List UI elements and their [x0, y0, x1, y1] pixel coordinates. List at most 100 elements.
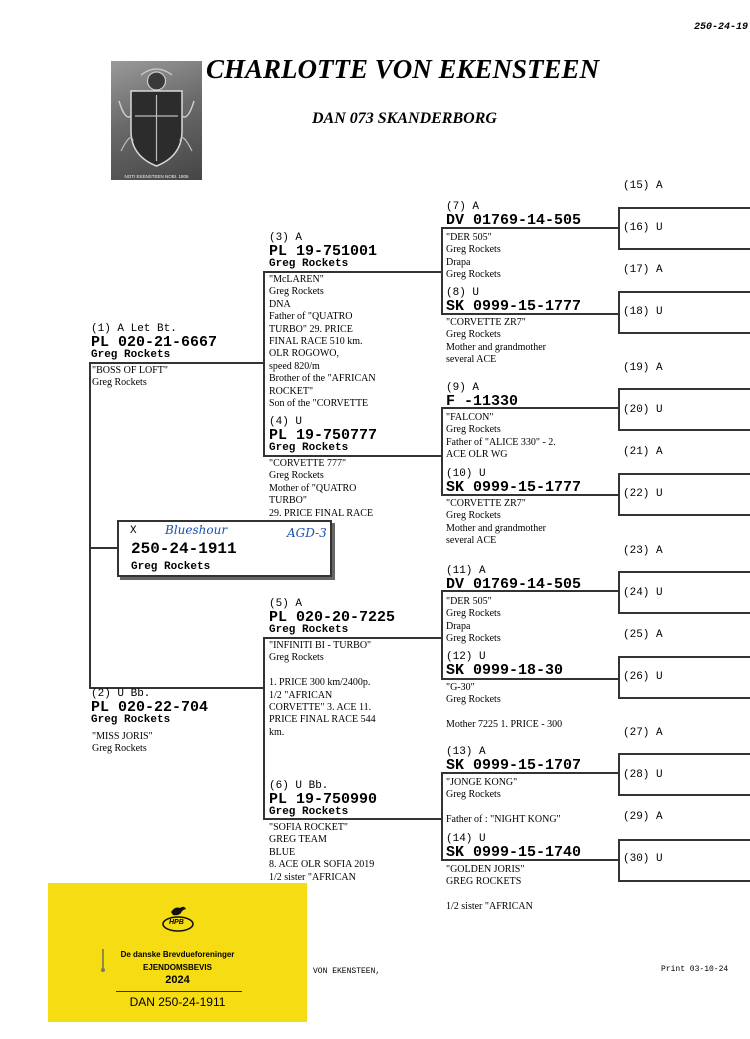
pigeon-header: (14) U — [446, 833, 486, 845]
gen2-line-6 — [263, 818, 441, 820]
handwritten-note: AGD-3 — [287, 526, 327, 540]
logo-text: HPB — [169, 919, 184, 926]
ring-number: PL 020-21-6667 — [91, 334, 218, 351]
gen4-box-17-18 — [618, 291, 750, 334]
pigeon-notes: "DER 505" Greg Rockets Drapa Greg Rocket… — [446, 596, 501, 645]
gen4-box-21-22 — [618, 473, 750, 516]
gen3-connector-c — [441, 590, 443, 680]
card-year: 2024 — [165, 974, 190, 986]
crest-icon — [118, 68, 195, 167]
gen4-label: (16) U — [623, 222, 663, 234]
ring-number: SK 0999-18-30 — [446, 662, 564, 679]
gen3-pigeon-9: (9) A F -11330 — [446, 382, 518, 409]
pigeon-header: (10) U — [446, 468, 486, 480]
ownership-certificate: HPB De danske Brevdueforeninger EJENDOMS… — [48, 883, 307, 1022]
owner-name: Greg Rockets — [269, 442, 349, 454]
pigeon-notes: "GOLDEN JORIS" GREG ROCKETS 1/2 sister "… — [446, 864, 533, 913]
owner-name: Greg Rockets — [269, 624, 349, 636]
gen2-pigeon-5: (5) A PL 020-20-7225 Greg Rockets — [269, 598, 395, 636]
owner-name: Greg Rockets — [91, 714, 171, 726]
pigeon-notes: "BOSS OF LOFT" Greg Rockets — [92, 365, 168, 389]
owner-name: Greg Rockets — [269, 258, 349, 270]
pigeon-notes: "DER 505" Greg Rockets Drapa Greg Rocket… — [446, 232, 501, 281]
gen3-pigeon-11: (11) A DV 01769-14-505 — [446, 565, 581, 592]
card-divider — [116, 991, 242, 992]
ring-number: PL 19-750990 — [269, 791, 378, 808]
pigeon-header: (13) A — [446, 746, 486, 758]
gen1-sire: (1) A Let Bt. PL 020-21-6667 Greg Rocket… — [91, 323, 217, 361]
gen4-label: (29) A — [623, 811, 663, 823]
pigeon-notes: "FALCON" Greg Rockets Father of "ALICE 3… — [446, 412, 556, 461]
ring-number: DV 01769-14-505 — [446, 212, 582, 229]
gen1-connector — [89, 362, 91, 689]
card-title: EJENDOMSBEVIS — [143, 963, 212, 972]
gen3-connector-a — [441, 227, 443, 315]
ring-number: SK 0999-15-1777 — [446, 298, 582, 315]
gen2-line-5 — [263, 637, 441, 639]
pigeon-notes: "G-30" Greg Rockets Mother 7225 1. PRICE… — [446, 682, 563, 731]
pigeon-header: (5) A — [269, 598, 303, 610]
gen4-label: (15) A — [623, 180, 663, 192]
pigeon-title: CHARLOTTE VON EKENSTEEN — [206, 54, 600, 84]
gen3-pigeon-10: (10) U SK 0999-15-1777 — [446, 468, 581, 495]
gen4-label: (30) U — [623, 853, 663, 865]
pigeon-notes: "INFINITI BI - TURBO" Greg Rockets 1. PR… — [269, 640, 376, 738]
owner-name: Greg Rockets — [269, 806, 349, 818]
pin-icon — [101, 949, 105, 972]
subject-owner: Greg Rockets — [131, 561, 211, 573]
subject-link — [89, 547, 117, 549]
subject-ring-number: 250-24-1911 — [131, 540, 237, 558]
gen3-line-10 — [441, 494, 619, 496]
gen2-line-4 — [263, 455, 441, 457]
loft-subtitle: DAN 073 SKANDERBORG — [312, 110, 497, 127]
gen4-label: (22) U — [623, 488, 663, 500]
pigeon-notes: "CORVETTE ZR7" Greg Rockets Mother and g… — [446, 317, 546, 366]
gen4-label: (24) U — [623, 587, 663, 599]
gen1-dam: (2) U Bb. PL 020-22-704 Greg Rockets — [91, 688, 208, 726]
gen4-label: (19) A — [623, 362, 663, 374]
gen4-label: (18) U — [623, 306, 663, 318]
footer-owner: VON EKENSTEEN, — [313, 967, 381, 976]
gen3-line-13 — [441, 772, 619, 774]
gen3-connector-d — [441, 772, 443, 861]
gen4-label: (25) A — [623, 629, 663, 641]
pigeon-notes: "JONGE KONG" Greg Rockets Father of : "N… — [446, 777, 561, 826]
pigeon-header: (8) U — [446, 287, 480, 299]
pigeon-notes: "CORVETTE ZR7" Greg Rockets Mother and g… — [446, 498, 546, 547]
gen2-pigeon-4: (4) U PL 19-750777 Greg Rockets — [269, 416, 377, 454]
pigeon-header: (9) A — [446, 382, 480, 394]
pigeon-header: (3) A — [269, 232, 303, 244]
card-organisation: De danske Brevdueforeninger — [120, 950, 235, 959]
gen4-box-25-26 — [618, 656, 750, 699]
crest-caption: NOTI EKENSTEEN NOBI. 1806 — [124, 174, 189, 179]
gen3-pigeon-8: (8) U SK 0999-15-1777 — [446, 287, 581, 314]
gen3-line-8 — [441, 313, 619, 315]
gen4-box-23-24 — [618, 571, 750, 614]
ring-number: PL 19-750777 — [269, 427, 378, 444]
gen2-connector-top — [263, 271, 265, 457]
gen3-pigeon-13: (13) A SK 0999-15-1707 — [446, 746, 581, 773]
pigeon-header: (2) U Bb. — [91, 688, 151, 700]
gen1-top-line — [89, 362, 263, 364]
ring-number: SK 0999-15-1740 — [446, 844, 582, 861]
gen4-label: (20) U — [623, 404, 663, 416]
pigeon-notes: "McLAREN" Greg Rockets DNA Father of "QU… — [269, 274, 376, 410]
gen4-label: (17) A — [623, 264, 663, 276]
gen2-line-3 — [263, 271, 441, 273]
gen3-line-11 — [441, 590, 619, 592]
corner-number: 250-24-19 — [694, 22, 749, 33]
ring-number: SK 0999-15-1707 — [446, 757, 582, 774]
gen3-line-12 — [441, 678, 619, 680]
gen3-pigeon-12: (12) U SK 0999-18-30 — [446, 651, 563, 678]
gen1-bottom-line — [89, 687, 263, 689]
gen4-label: (28) U — [623, 769, 663, 781]
handwritten-color-note: Blueshour — [165, 523, 228, 537]
gen2-pigeon-3: (3) A PL 19-751001 Greg Rockets — [269, 232, 377, 270]
gen4-label: (26) U — [623, 671, 663, 683]
gen2-connector-bottom — [263, 637, 265, 820]
pigeon-notes: "CORVETTE 777" Greg Rockets Mother of "Q… — [269, 458, 374, 519]
gen4-box-27-28 — [618, 753, 750, 796]
gen4-box-19-20 — [618, 388, 750, 431]
ring-number: PL 020-22-704 — [91, 699, 209, 716]
pigeon-header: (12) U — [446, 651, 486, 663]
